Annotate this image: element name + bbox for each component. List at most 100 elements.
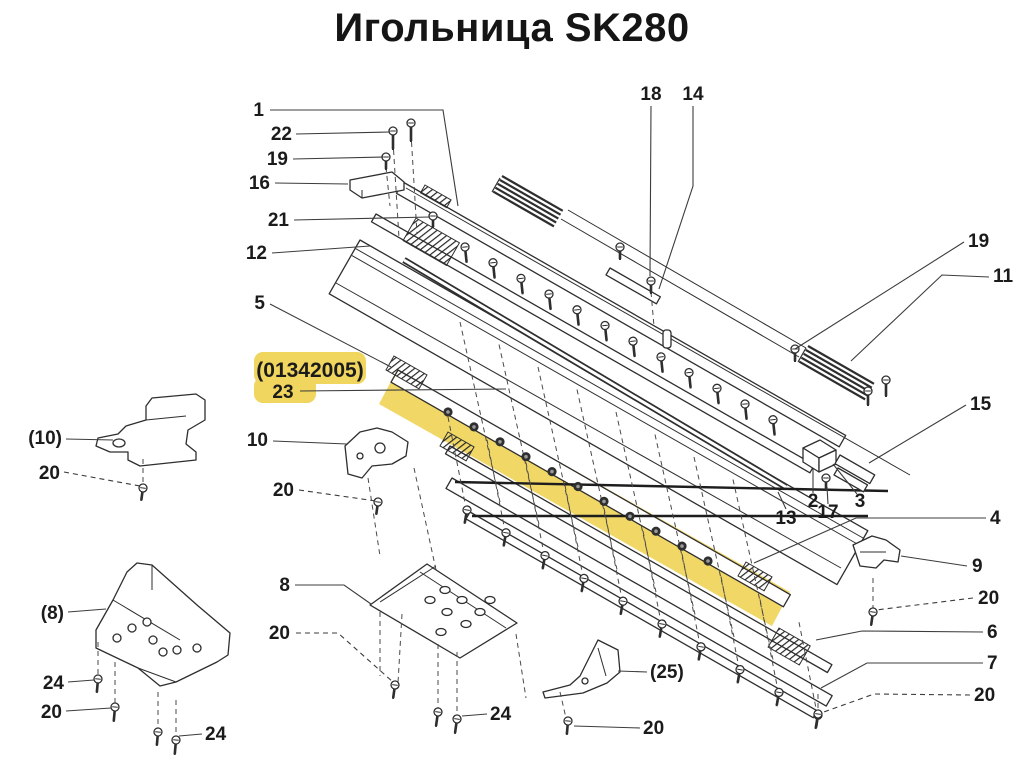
screw-icon: [615, 242, 625, 260]
screw-icon: [572, 305, 582, 326]
leader-line: [67, 679, 95, 683]
part-number-highlight-bg: [254, 352, 366, 384]
leader-line: [63, 471, 141, 487]
screw-icon: [813, 709, 823, 729]
callout-20: 20: [39, 463, 60, 484]
nut-icon: [547, 467, 557, 477]
callout-4: 4: [990, 508, 1001, 529]
leader-line: [900, 555, 968, 567]
screw-icon: [656, 352, 666, 373]
screw-icon: [110, 702, 120, 723]
screw-icon: [863, 386, 873, 406]
screw-icon: [618, 596, 628, 616]
callout-20: 20: [41, 702, 62, 723]
leader-line: [573, 725, 641, 729]
leader-line: [649, 105, 652, 277]
screw-icon: [516, 273, 526, 295]
callout-10: 10: [247, 430, 268, 451]
screw-icon: [452, 714, 462, 734]
hatch-rail-6-end: [767, 627, 811, 666]
screw-icon: [373, 497, 383, 516]
leader-line: [272, 440, 348, 445]
callout-5: 5: [254, 293, 265, 314]
callout-13: 13: [775, 508, 796, 529]
screw-icon: [740, 399, 750, 421]
callout-17: 17: [817, 502, 838, 523]
screws-and-nuts: [93, 118, 891, 756]
screw-icon: [462, 505, 472, 524]
screw-icon: [406, 118, 416, 142]
screw-icon: [390, 680, 400, 700]
callout-23: 23: [272, 382, 293, 403]
callout-11: 11: [993, 266, 1014, 287]
diagram-title: Игольница SK280: [334, 6, 690, 50]
callout-22: 22: [271, 124, 292, 145]
screw-icon: [171, 735, 181, 756]
callout-9: 9: [972, 556, 983, 577]
rail-21: [370, 213, 815, 474]
callout-20: 20: [978, 588, 999, 609]
leader-line: [658, 106, 694, 290]
callout-16: 16: [249, 173, 270, 194]
leader-line: [850, 274, 990, 362]
callout-24: 24: [490, 704, 512, 725]
screw-icon: [153, 727, 163, 747]
callout-24: 24: [205, 724, 227, 745]
screw-icon: [696, 642, 706, 661]
leader-line: [298, 489, 377, 502]
screw-icon: [790, 344, 800, 362]
nut-icon: [469, 422, 479, 432]
leader-line: [292, 156, 384, 160]
callout-2: 2: [808, 491, 819, 512]
screw-icon: [628, 336, 638, 358]
callout-20: 20: [273, 480, 294, 501]
screw-icon: [460, 242, 470, 264]
screw-icon: [540, 550, 550, 570]
callout-20: 20: [974, 685, 995, 706]
screw-icon: [712, 383, 722, 405]
link-bar-18-14: [605, 267, 661, 305]
leader-line: [65, 438, 114, 441]
leader-line: [293, 216, 431, 221]
leader-line: [178, 733, 203, 737]
part-number-highlight: (01342005): [254, 352, 366, 403]
leader-line: [67, 608, 107, 613]
callout-12: 12: [246, 243, 267, 264]
leader-line: [832, 463, 858, 495]
plate-ref-8: [95, 562, 231, 687]
nut-icon: [703, 556, 713, 566]
callout-19: 19: [968, 231, 989, 252]
callout-14: 14: [682, 84, 704, 105]
leader-line: [299, 388, 507, 392]
screw-icon: [579, 573, 589, 593]
needle-stack-top: [491, 175, 564, 228]
retaining-bar-23: [390, 369, 791, 608]
leader-line: [875, 597, 974, 611]
bracket-ref-25: [542, 639, 621, 699]
nut-icon: [495, 437, 505, 447]
screw-icon: [868, 607, 878, 627]
screw-icon: [433, 707, 443, 727]
nut-icon: [443, 407, 453, 417]
callout-3: 3: [855, 491, 866, 512]
screw-icon: [684, 367, 694, 389]
bar-3: [834, 454, 876, 485]
leader-line: [820, 662, 983, 689]
screw-icon: [501, 528, 511, 547]
part-number: (01342005): [256, 359, 363, 382]
screw-icon: [881, 375, 891, 397]
callout-24: 24: [43, 673, 65, 694]
callout-23-highlight-bg: [254, 377, 316, 403]
callout-21: 21: [268, 210, 290, 231]
callout-20: 20: [643, 718, 664, 739]
leader-line: [461, 713, 488, 717]
screw-icon: [735, 664, 745, 684]
callout-25: (25): [650, 662, 684, 683]
callout-18: 18: [640, 84, 661, 105]
leader-line: [274, 182, 349, 185]
callout-7: 7: [987, 653, 998, 674]
leader-line: [65, 707, 112, 712]
bracket-10: [344, 427, 409, 479]
screw-icon: [600, 320, 610, 342]
